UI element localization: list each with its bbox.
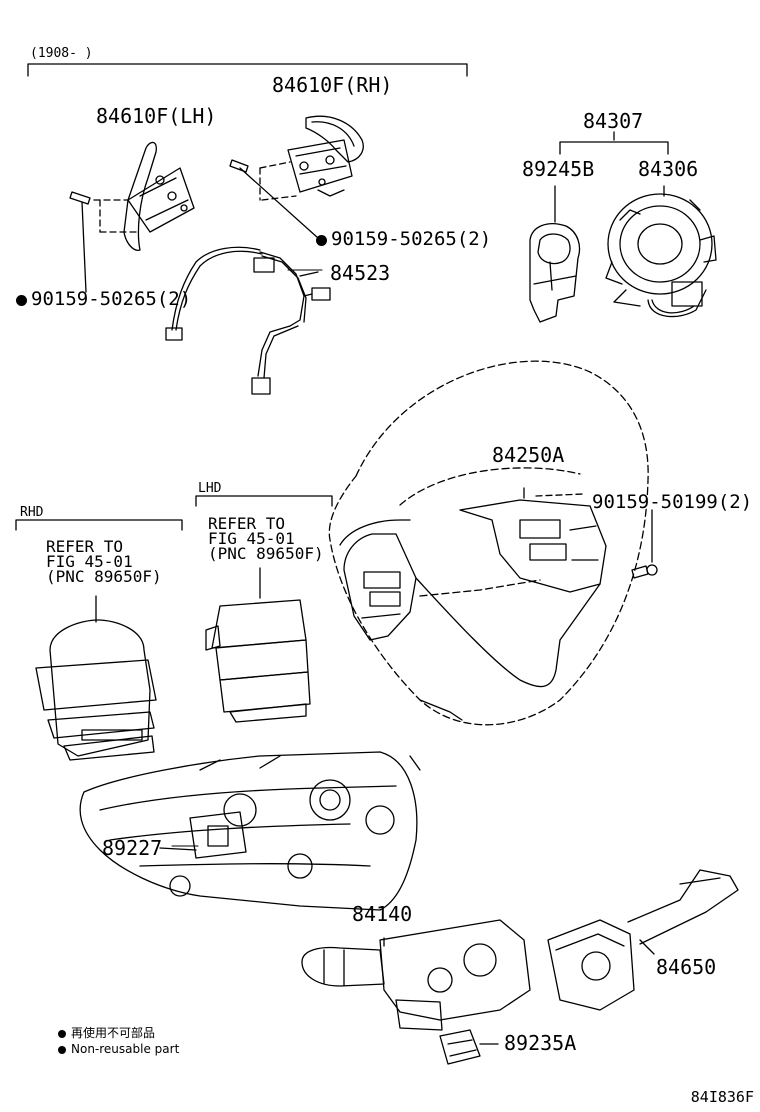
wheel-switch-drawing (339, 487, 607, 721)
legend-line-english: Non-reusable part (58, 1042, 179, 1056)
part-label-84307[interactable]: 84307 (583, 109, 644, 133)
steering-column-drawing (79, 751, 421, 911)
sensor-89235a-drawing (439, 1029, 499, 1065)
clock-spring-84306-drawing (605, 185, 717, 318)
part-label-89227[interactable]: 89227 (102, 836, 163, 860)
part-label-89235a[interactable]: 89235A (504, 1031, 577, 1055)
paddle-lh-drawing (93, 141, 195, 251)
switch-84140-drawing (301, 919, 531, 1031)
paddle-rh-drawing (259, 115, 364, 201)
part-label-90159-50265-right[interactable]: 90159-50265(2) (316, 228, 491, 250)
cover-89245b-drawing (529, 185, 581, 323)
non-reusable-bullet-icon (316, 235, 327, 246)
part-label-90159-50265-left[interactable]: 90159-50265(2) (16, 288, 191, 310)
rhd-label: RHD (20, 505, 44, 520)
range-label: (1908- ) (30, 46, 93, 61)
leader-lines (171, 269, 323, 847)
steering-wheel-outline (328, 360, 649, 726)
part-label-84523[interactable]: 84523 (330, 261, 391, 285)
part-label-89245b[interactable]: 89245B (522, 157, 595, 181)
legend-bullet-icon (58, 1029, 66, 1038)
legend-line-japanese: 再使用不可部品 (58, 1024, 155, 1041)
region-brackets (15, 495, 333, 531)
lhd-module-drawing (205, 567, 311, 723)
part-label-84306[interactable]: 84306 (638, 157, 699, 181)
part-label-84650[interactable]: 84650 (656, 955, 717, 979)
part-label-84610f-lh[interactable]: 84610F(LH) (96, 104, 217, 128)
part-label-84140[interactable]: 84140 (352, 902, 413, 926)
lhd-label: LHD (198, 481, 222, 496)
part-label-84250a[interactable]: 84250A (492, 443, 565, 467)
rhd-module-drawing (35, 595, 157, 761)
top-bracket (27, 63, 468, 77)
legend-bullet-icon (58, 1045, 66, 1054)
bolt-lh (69, 191, 91, 293)
diagram-code: 84I836F (690, 1088, 754, 1106)
lhd-refer-text[interactable]: REFER TO FIG 45-01 (PNC 89650F) (208, 514, 324, 563)
part-label-84610f-rh[interactable]: 84610F(RH) (272, 73, 393, 97)
rhd-refer-text[interactable]: REFER TO FIG 45-01 (PNC 89650F) (46, 537, 162, 586)
switch-84650-drawing (547, 869, 739, 1011)
bolt-rh (229, 159, 319, 239)
part-label-90159-50199[interactable]: 90159-50199(2) (592, 491, 753, 513)
bracket-84307 (559, 131, 669, 155)
non-reusable-bullet-icon (16, 295, 27, 306)
harness-drawing (165, 246, 331, 395)
screw-90159-50199 (535, 493, 658, 579)
